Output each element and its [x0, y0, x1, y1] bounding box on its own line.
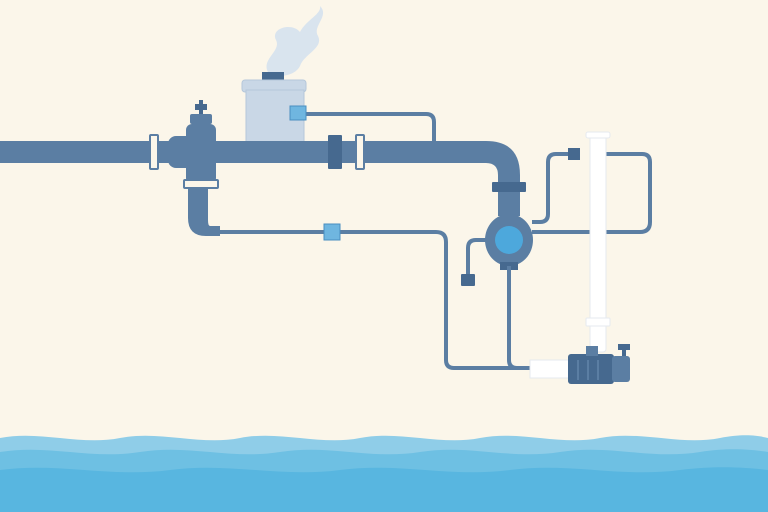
lower-branch-line	[218, 230, 532, 370]
water-waves	[0, 435, 768, 512]
circulation-pump-icon	[461, 148, 652, 370]
main-pipe	[0, 134, 526, 194]
tank-signal-line	[300, 112, 436, 138]
sensor-lower-icon	[323, 223, 341, 241]
sensor-upper-icon	[289, 105, 307, 121]
motor-pump-icon	[529, 344, 630, 384]
boiler-tank-icon	[241, 72, 307, 143]
gate-valve-icon	[168, 100, 220, 236]
white-riser-pipe	[585, 131, 611, 353]
steam-plume	[266, 6, 324, 76]
